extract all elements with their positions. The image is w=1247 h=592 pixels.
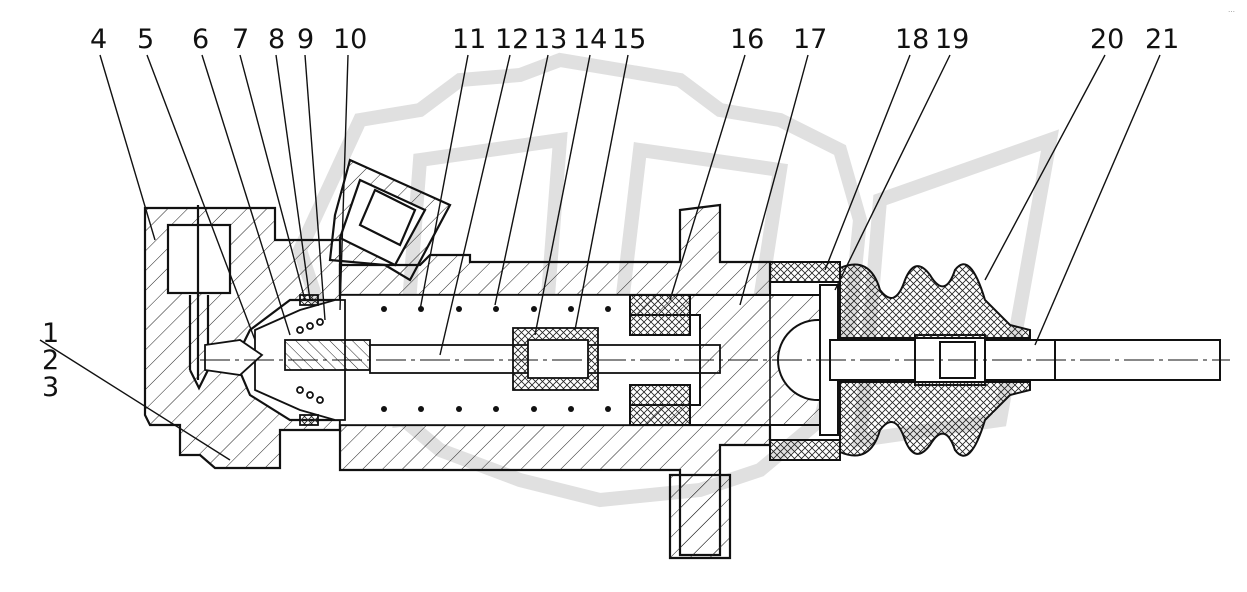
callout-5: 5	[137, 24, 154, 55]
callout-numbers-left: 1 2 3	[42, 318, 59, 403]
callout-1: 1	[42, 318, 59, 349]
callout-7: 7	[232, 24, 249, 55]
piston	[629, 294, 821, 426]
callout-20: 20	[1090, 24, 1124, 55]
callout-3: 3	[42, 372, 59, 403]
callout-2: 2	[42, 345, 59, 376]
callout-13: 13	[533, 24, 567, 55]
push-rod	[369, 327, 721, 391]
callout-16: 16	[730, 24, 764, 55]
callout-21: 21	[1145, 24, 1179, 55]
callout-15: 15	[612, 24, 646, 55]
callout-4: 4	[90, 24, 107, 55]
callout-19: 19	[935, 24, 969, 55]
callout-18: 18	[895, 24, 929, 55]
callout-12: 12	[495, 24, 529, 55]
callout-11: 11	[452, 24, 486, 55]
callout-17: 17	[793, 24, 827, 55]
watermark-mark: …	[1228, 6, 1235, 14]
return-spring	[381, 306, 611, 412]
callout-10: 10	[333, 24, 367, 55]
callout-8: 8	[268, 24, 285, 55]
callout-numbers-top: 4 5 6 7 8 9 10 11 12 13 14 15 16 17 18 1…	[90, 24, 1179, 55]
rubber-boot	[839, 263, 1031, 457]
leader-lines	[39, 54, 1161, 461]
callout-6: 6	[192, 24, 209, 55]
callout-14: 14	[573, 24, 607, 55]
callout-9: 9	[297, 24, 314, 55]
